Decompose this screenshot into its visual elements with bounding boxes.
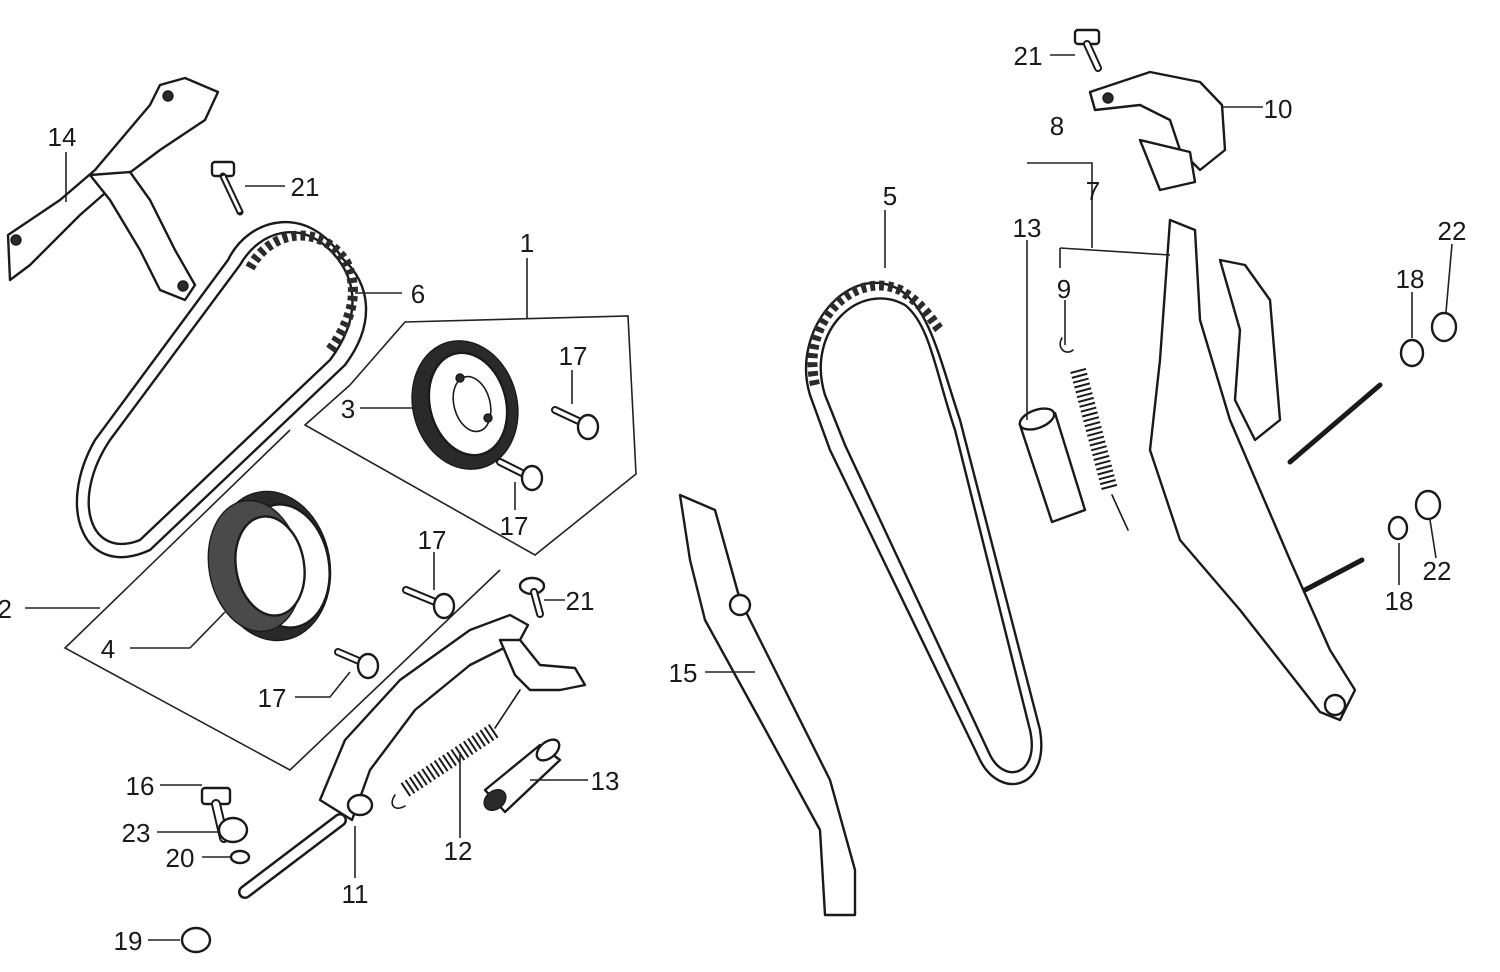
- assembly-outline-lines: [25, 315, 637, 771]
- callout-7: 7: [1086, 176, 1100, 206]
- callout-3: 3: [341, 394, 355, 424]
- callout-18: 18: [1396, 264, 1425, 294]
- cam-chain-right-part: [804, 280, 1043, 786]
- callout-17: 17: [418, 525, 447, 555]
- tensioner-bracket-part: [1088, 70, 1227, 192]
- callout-labels: 1 2 3 4 5 6 7 8 9 10 11 12 13 13 14 15 1…: [0, 41, 1466, 956]
- leader-lines: [65, 54, 1453, 941]
- bolt-part: [1073, 28, 1102, 72]
- cam-chain-left-part: [75, 221, 368, 559]
- callout-14: 14: [48, 122, 77, 152]
- sleeve-part: [483, 738, 562, 814]
- tensioner-spring-part: [391, 689, 521, 810]
- nut-part: [1414, 489, 1442, 521]
- callout-19: 19: [114, 926, 143, 956]
- callout-13: 13: [1013, 213, 1042, 243]
- callout-21: 21: [291, 172, 320, 202]
- chain-guide-bracket-part: [6, 76, 220, 302]
- callout-9: 9: [1057, 274, 1071, 304]
- cam-sprocket-part: [411, 340, 519, 470]
- bolt-part: [496, 458, 544, 492]
- callout-5: 5: [883, 181, 897, 211]
- callout-16: 16: [126, 771, 155, 801]
- sleeve-part: [1018, 407, 1087, 524]
- callout-13: 13: [591, 766, 620, 796]
- bolt-part: [334, 648, 380, 680]
- callout-23: 23: [122, 818, 151, 848]
- callout-15: 15: [669, 658, 698, 688]
- washer-part: [1387, 515, 1409, 541]
- callout-22: 22: [1438, 216, 1467, 246]
- cap-part: [180, 926, 212, 954]
- nut-part: [217, 816, 249, 844]
- callout-17: 17: [559, 341, 588, 371]
- bolt-part: [518, 576, 546, 618]
- callout-11: 11: [342, 879, 369, 909]
- callout-17: 17: [258, 683, 287, 713]
- callout-20: 20: [166, 843, 195, 873]
- callout-10: 10: [1264, 94, 1293, 124]
- callout-21: 21: [1014, 41, 1043, 71]
- callout-6: 6: [411, 279, 425, 309]
- bolt-part: [551, 406, 600, 441]
- tensioner-arm-part: [238, 613, 587, 899]
- crank-sprocket-part: [207, 490, 332, 642]
- nut-part: [1430, 311, 1458, 343]
- chain-guide-part: [678, 493, 857, 917]
- callout-18: 18: [1385, 586, 1414, 616]
- callout-21: 21: [566, 586, 595, 616]
- tensioner-spring-part: [1059, 337, 1129, 531]
- callout-8: 8: [1050, 111, 1064, 141]
- callout-17: 17: [500, 511, 529, 541]
- tensioner-assembly-part: [1148, 218, 1383, 722]
- callout-1: 1: [520, 228, 534, 258]
- washer-part: [1399, 338, 1425, 368]
- washer-part: [229, 849, 251, 865]
- callout-12: 12: [444, 836, 473, 866]
- callout-4: 4: [101, 634, 115, 664]
- bolt-part: [210, 160, 244, 216]
- bolt-part: [402, 586, 456, 620]
- callout-22: 22: [1423, 556, 1452, 586]
- callout-2: 2: [0, 594, 12, 624]
